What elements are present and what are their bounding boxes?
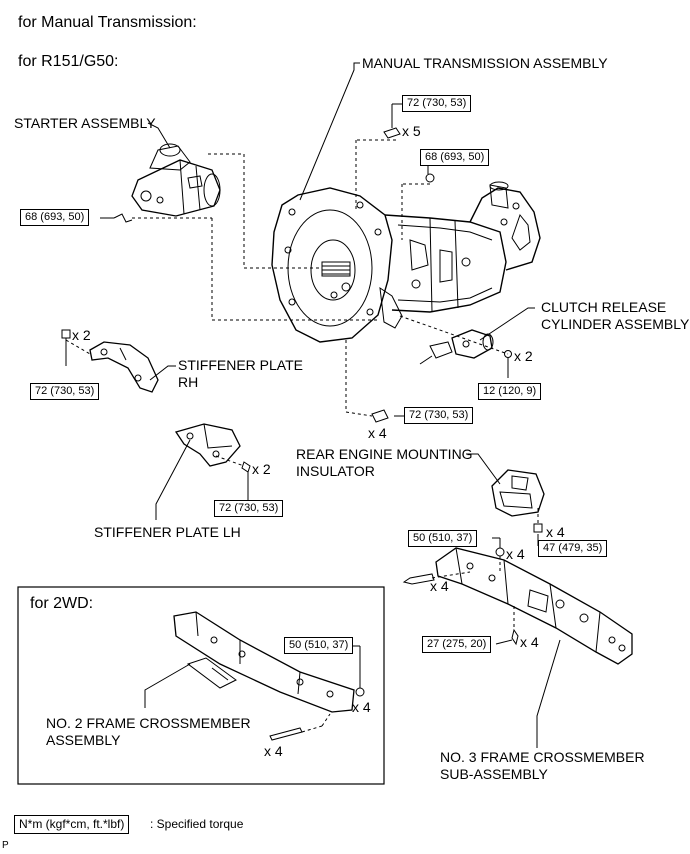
qty-trans-bottom: x 4 [368, 425, 387, 441]
qty-clutch: x 2 [514, 348, 533, 364]
no2-crossmember-illustration [173, 611, 365, 741]
stiffener-plate-rh-illustration [89, 341, 159, 393]
label-no3-line2: SUB-ASSEMBLY [440, 766, 548, 782]
legend-description: : Specified torque [150, 817, 244, 831]
corner-mark: P [2, 840, 9, 851]
inset-heading: for 2WD: [30, 595, 94, 612]
inset-frame [17, 586, 385, 785]
label-stiffener-rh-line2: RH [178, 374, 199, 390]
torque-box-trans-top: 72 (730, 53) [402, 95, 472, 112]
label-clutch-line1: CLUTCH RELEASE [541, 299, 667, 315]
variant-heading: for R151/G50: [18, 53, 119, 70]
fasteners [61, 127, 543, 646]
main-heading: for Manual Transmission: [18, 14, 197, 31]
torque-box-stiffener-lh: 72 (730, 53) [214, 500, 284, 517]
label-transmission: MANUAL TRANSMISSION ASSEMBLY [362, 55, 608, 71]
leader-lines [65, 62, 561, 748]
transmission-illustration [271, 181, 541, 343]
torque-box-trans-bottom: 72 (730, 53) [404, 407, 474, 424]
no3-crossmember-illustration [435, 547, 633, 665]
torque-box-trans-upper: 68 (693, 50) [420, 149, 490, 166]
qty-rear-mount: x 4 [546, 524, 565, 540]
alignment-lines [65, 139, 539, 630]
qty-stiffener-lh: x 2 [252, 461, 271, 477]
label-no3-line1: NO. 3 FRAME CROSSMEMBER [440, 749, 645, 765]
label-rear-mount-line1: REAR ENGINE MOUNTING [296, 446, 473, 462]
legend-unit-box: N*m (kgf*cm, ft.*lbf) [14, 815, 130, 834]
torque-box-rear-mount: 47 (479, 35) [538, 540, 608, 557]
torque-box-starter: 68 (693, 50) [20, 209, 90, 226]
qty-no3-nut: x 4 [506, 546, 525, 562]
qty-no2-bolt: x 4 [264, 743, 283, 759]
torque-box-no3-nut: 50 (510, 37) [408, 530, 478, 547]
qty-stiffener-rh: x 2 [72, 327, 91, 343]
clutch-cylinder-illustration [419, 329, 494, 365]
qty-no3-center: x 4 [520, 634, 539, 650]
label-starter: STARTER ASSEMBLY [14, 115, 156, 131]
qty-no2-nut: x 4 [352, 699, 371, 715]
torque-box-stiffener-rh: 72 (730, 53) [30, 383, 100, 400]
label-no2-line1: NO. 2 FRAME CROSSMEMBER [46, 715, 251, 731]
starter-illustration [131, 143, 221, 217]
label-stiffener-rh-line1: STIFFENER PLATE [178, 357, 303, 373]
label-clutch-line2: CYLINDER ASSEMBLY [541, 316, 690, 332]
label-rear-mount-line2: INSULATOR [296, 463, 375, 479]
qty-no3-bolt: x 4 [430, 578, 449, 594]
label-stiffener-lh: STIFFENER PLATE LH [94, 524, 241, 540]
torque-box-clutch: 12 (120, 9) [478, 383, 542, 400]
torque-box-no3-center: 27 (275, 20) [422, 636, 492, 653]
torque-box-no2-nut: 50 (510, 37) [284, 637, 354, 654]
rear-mount-illustration [491, 469, 545, 517]
stiffener-plate-lh-illustration [174, 423, 241, 467]
qty-trans-top: x 5 [402, 123, 421, 139]
label-no2-line2: ASSEMBLY [46, 732, 121, 748]
